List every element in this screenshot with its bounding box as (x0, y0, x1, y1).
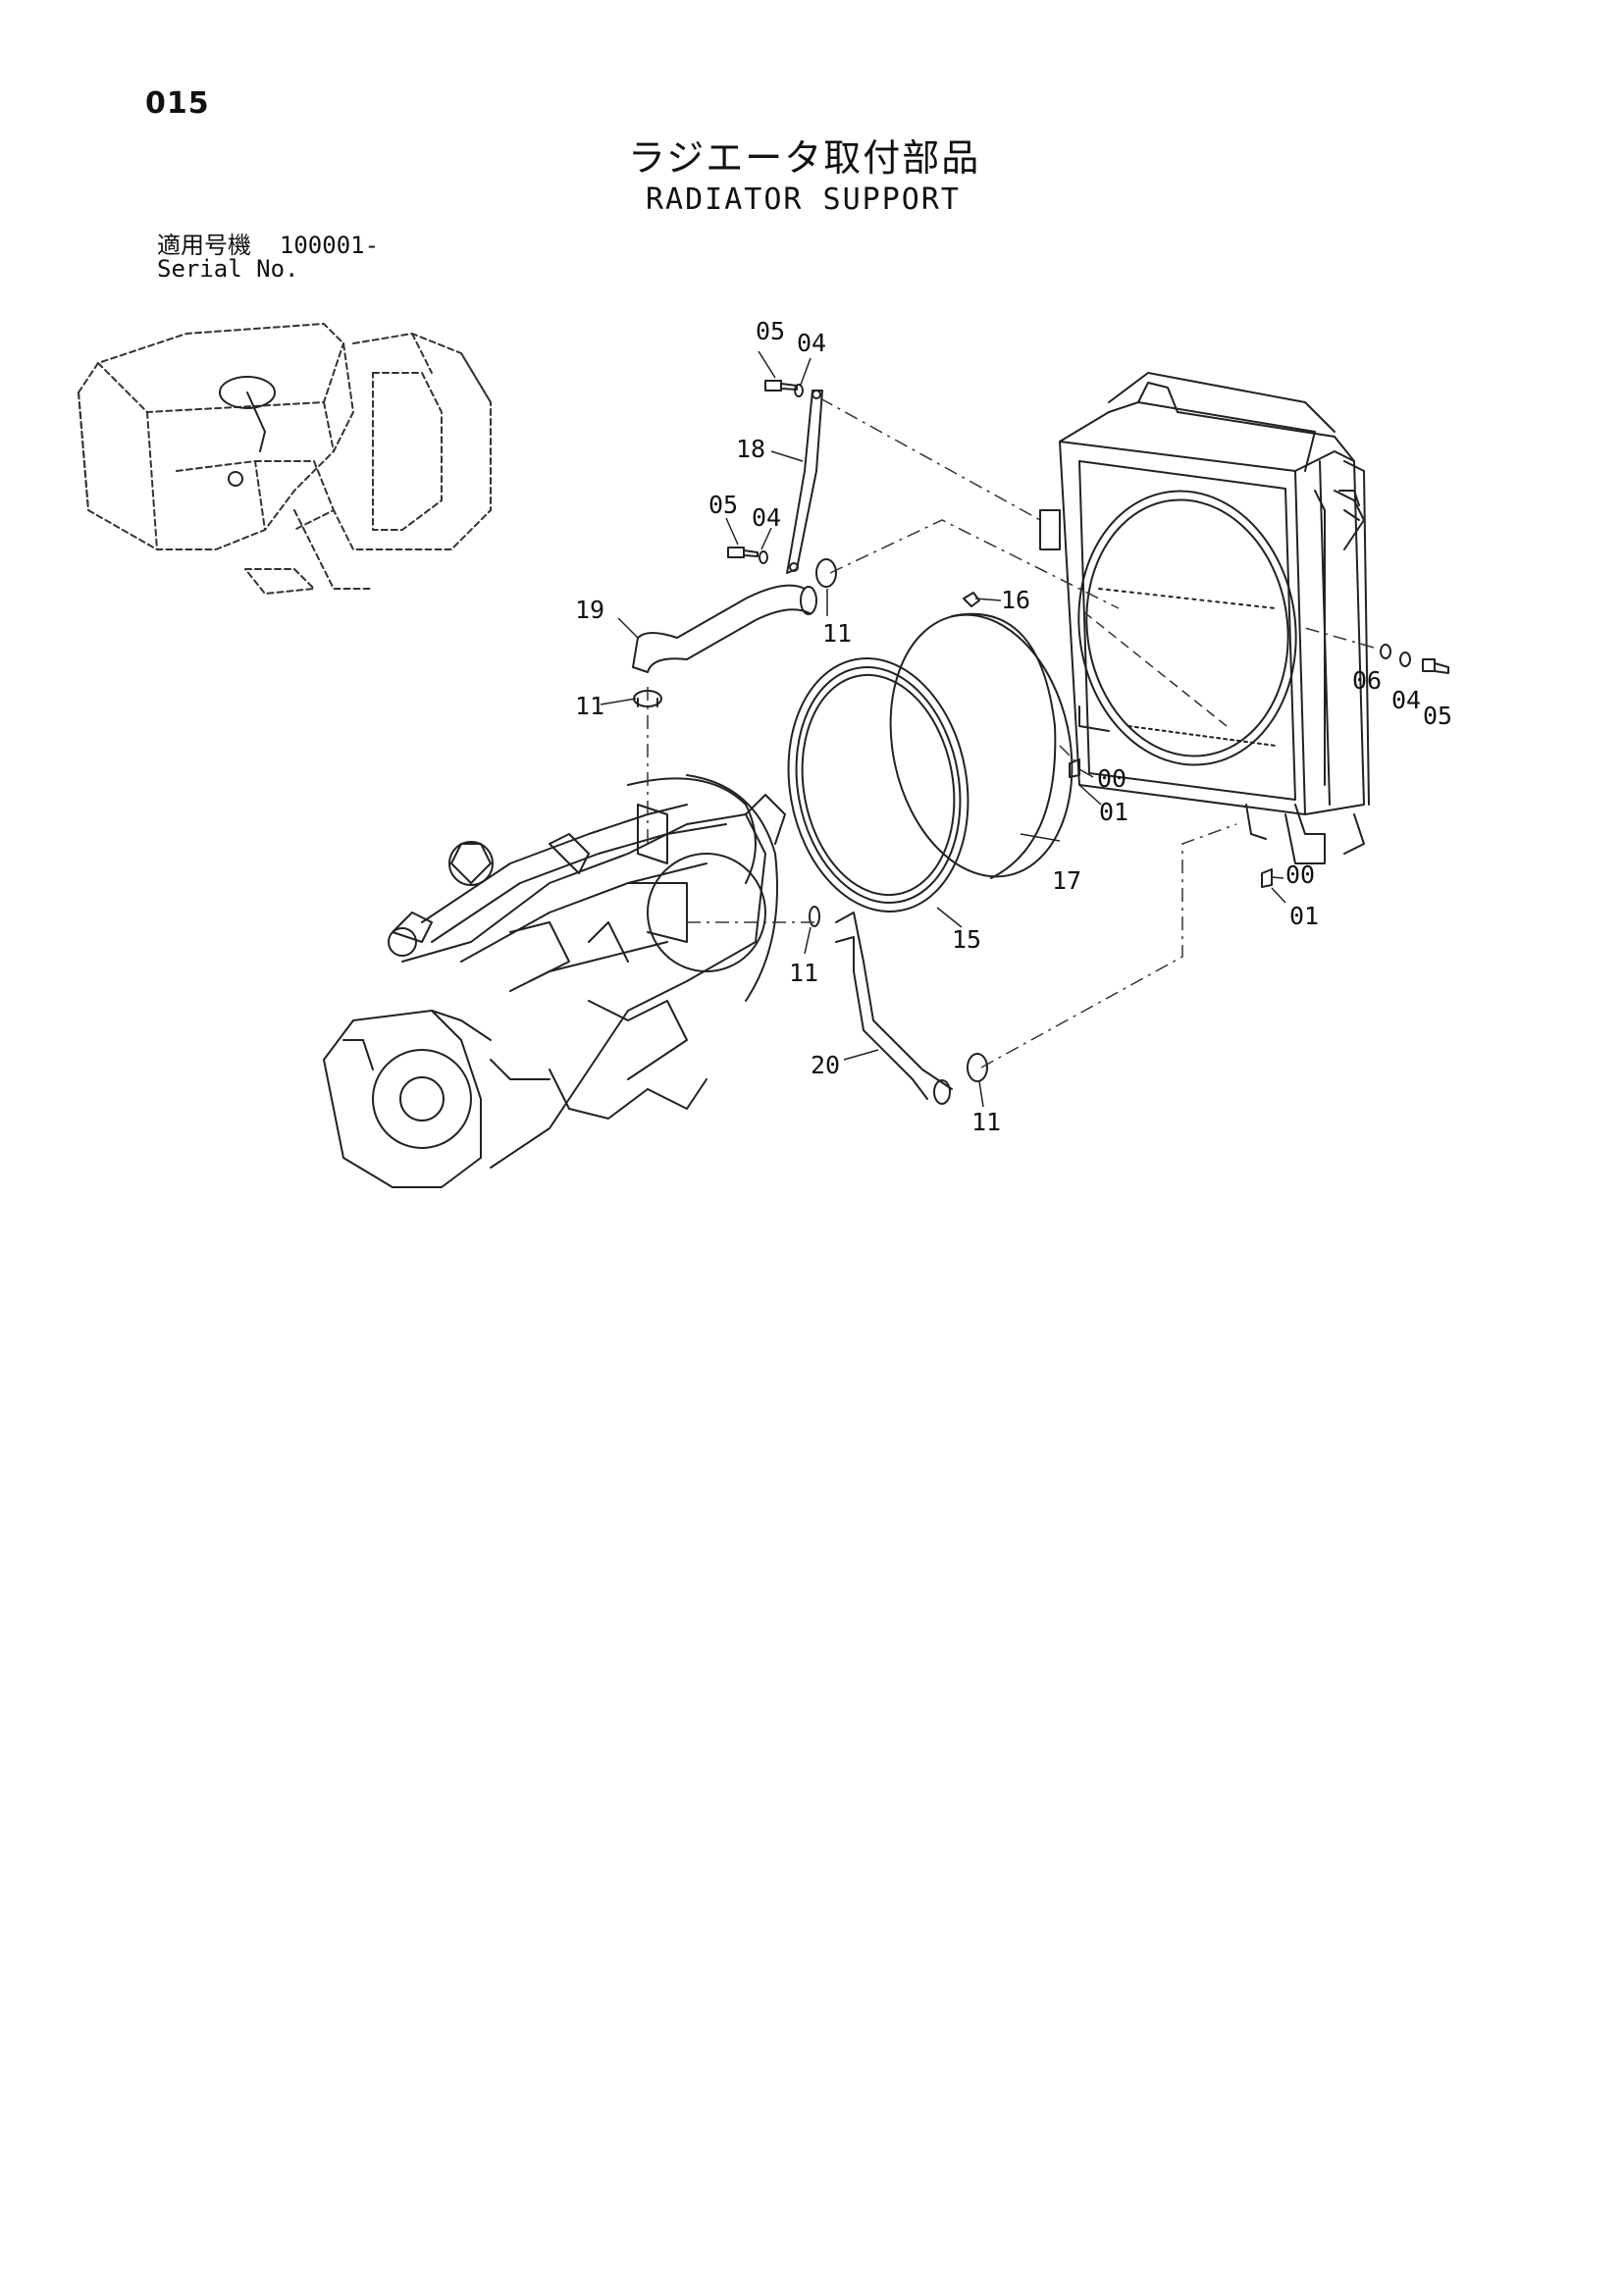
callout-19: 19 (575, 596, 604, 624)
callout-labels: 05 04 18 05 04 19 11 11 16 06 04 05 00 0… (575, 317, 1452, 1136)
serial-label-jp: 適用号機 (157, 232, 251, 259)
callout-11-left: 11 (575, 692, 604, 720)
lower-hose-icon (835, 912, 953, 1105)
callout-04-top: 04 (797, 329, 826, 357)
callout-01-mid: 01 (1099, 798, 1128, 826)
callout-16: 16 (1001, 586, 1030, 614)
callout-11-upper: 11 (822, 619, 852, 648)
callout-11-engine: 11 (789, 959, 818, 987)
connector-lines (647, 397, 1375, 1069)
leader-lines (600, 350, 1286, 1108)
callout-00-mid: 00 (1097, 764, 1126, 793)
callout-04-right: 04 (1391, 686, 1421, 714)
page-title-jp: ラジエータ取付部品 (628, 136, 981, 180)
callout-01-right: 01 (1289, 902, 1319, 930)
callout-18: 18 (736, 435, 765, 463)
excavator-overview-icon (78, 323, 492, 595)
page-title-en: RADIATOR SUPPORT (646, 183, 961, 217)
bolt-icon (727, 380, 1449, 888)
page-number: 015 (145, 86, 210, 121)
callout-05-mid: 05 (708, 491, 738, 519)
upper-hose-icon (632, 584, 817, 673)
callout-00-right: 00 (1285, 861, 1315, 889)
callout-20: 20 (811, 1051, 840, 1079)
callout-05-right: 05 (1423, 702, 1452, 730)
callout-11-lower: 11 (971, 1108, 1001, 1136)
serial-label-en: Serial No. (157, 255, 299, 283)
callout-17: 17 (1052, 866, 1081, 895)
callout-15: 15 (952, 925, 981, 954)
fan-shroud-icon (889, 612, 1074, 879)
engine-assembly-icon (323, 774, 786, 1188)
steering-wheel-icon (219, 376, 276, 487)
callout-04-mid: 04 (752, 503, 781, 532)
serial-value: 100001- (279, 232, 380, 259)
callout-05-top: 05 (756, 317, 785, 345)
serial-applicability: 適用号機 100001- Serial No. (157, 234, 379, 281)
radiator-assembly-icon (1039, 372, 1370, 864)
callout-06: 06 (1352, 666, 1382, 695)
support-bracket-icon (786, 390, 823, 574)
ring-seal-icon (787, 657, 969, 913)
